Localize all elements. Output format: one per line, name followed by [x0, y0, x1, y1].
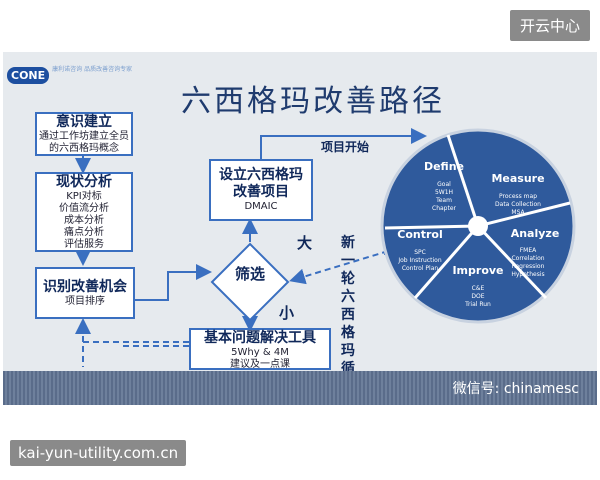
awareness-box: 意识建立 通过工作坊建立全员 的六西格玛概念: [35, 112, 133, 156]
measure-item-1: Process map: [499, 193, 537, 200]
opportunity-box: 识别改善机会 项目排序: [35, 267, 135, 319]
control-title: Control: [397, 228, 442, 241]
logo-text: 康利诺咨询 品质改善咨询专家: [52, 66, 133, 73]
logo-mark: CONE: [7, 66, 50, 84]
analysis-line-1: KPI对标: [66, 191, 102, 202]
page-title: 六西格玛改善路径: [181, 84, 445, 119]
small-label: 小: [279, 304, 295, 322]
measure-item-2: Data Collection: [495, 201, 541, 208]
analyze-item-2: Correlation: [511, 255, 544, 262]
analysis-line-5: 评估服务: [64, 239, 104, 250]
project-start-label: 项目开始: [321, 140, 370, 154]
dmaic-wheel: Define Goal 5W1H Team Chapter Measure Pr…: [380, 128, 576, 324]
control-item-3: Control Plan: [402, 265, 439, 272]
current-analysis-box: 现状分析 KPI对标 价值流分析 成本分析 痛点分析 评估服务: [35, 172, 133, 252]
tool-box: 基本问题解决工具 5Why & 4M 建议及一点课: [189, 328, 331, 370]
screening-label: 筛选: [234, 265, 265, 283]
define-item-3: Team: [435, 197, 452, 204]
analyze-item-3: Regression: [512, 263, 545, 270]
analysis-line-4: 痛点分析: [64, 227, 104, 238]
improve-title: Improve: [452, 264, 503, 277]
top-badge: 开云中心: [509, 10, 590, 41]
bottom-caption: kai-yun-utility.com.cn: [10, 440, 187, 466]
analyze-item-4: Hypothesis: [511, 271, 544, 278]
big-label: 大: [297, 234, 313, 252]
tool-line-2: 建议及一点课: [230, 359, 290, 370]
logo: CONE 康利诺咨询 品质改善咨询专家: [7, 66, 172, 84]
slide-footer-band: 微信号: chinamesc: [3, 371, 597, 405]
define-item-1: Goal: [437, 181, 451, 188]
analyze-title: Analyze: [511, 227, 560, 240]
slide-image: CONE 康利诺咨询 品质改善咨询专家 六西格玛改善路径 意识建立 通过工作坊建…: [3, 52, 597, 405]
define-title: Define: [424, 160, 464, 173]
project-title-2: 改善项目: [233, 184, 289, 200]
wechat-id: 微信号: chinamesc: [452, 381, 579, 397]
project-title-1: 设立六西格玛: [219, 167, 303, 183]
tool-line-1: 5Why & 4M: [231, 347, 289, 358]
opportunity-title: 识别改善机会: [43, 279, 127, 295]
control-item-2: Job Instruction: [397, 257, 441, 264]
current-analysis-title: 现状分析: [56, 174, 112, 190]
screening-diamond: [210, 242, 290, 322]
analysis-line-3: 成本分析: [64, 215, 104, 226]
control-item-1: SPC: [414, 249, 426, 256]
opportunity-line-1: 项目排序: [65, 296, 105, 307]
improve-item-2: DOE: [471, 293, 484, 300]
improve-item-1: C&E: [472, 285, 485, 292]
measure-item-3: MSA: [511, 209, 525, 216]
analyze-item-1: FMEA: [520, 247, 537, 254]
define-item-2: 5W1H: [435, 189, 453, 196]
analysis-line-2: 价值流分析: [59, 203, 109, 214]
awareness-line-1: 通过工作坊建立全员: [39, 131, 129, 142]
measure-title: Measure: [491, 172, 544, 185]
awareness-title: 意识建立: [56, 114, 112, 130]
project-sub: DMAIC: [244, 201, 278, 212]
tool-title: 基本问题解决工具: [204, 330, 316, 346]
improve-item-3: Trial Run: [464, 301, 491, 308]
define-item-4: Chapter: [432, 205, 457, 212]
awareness-line-2: 的六西格玛概念: [49, 143, 119, 154]
project-box: 设立六西格玛 改善项目 DMAIC: [209, 159, 313, 221]
